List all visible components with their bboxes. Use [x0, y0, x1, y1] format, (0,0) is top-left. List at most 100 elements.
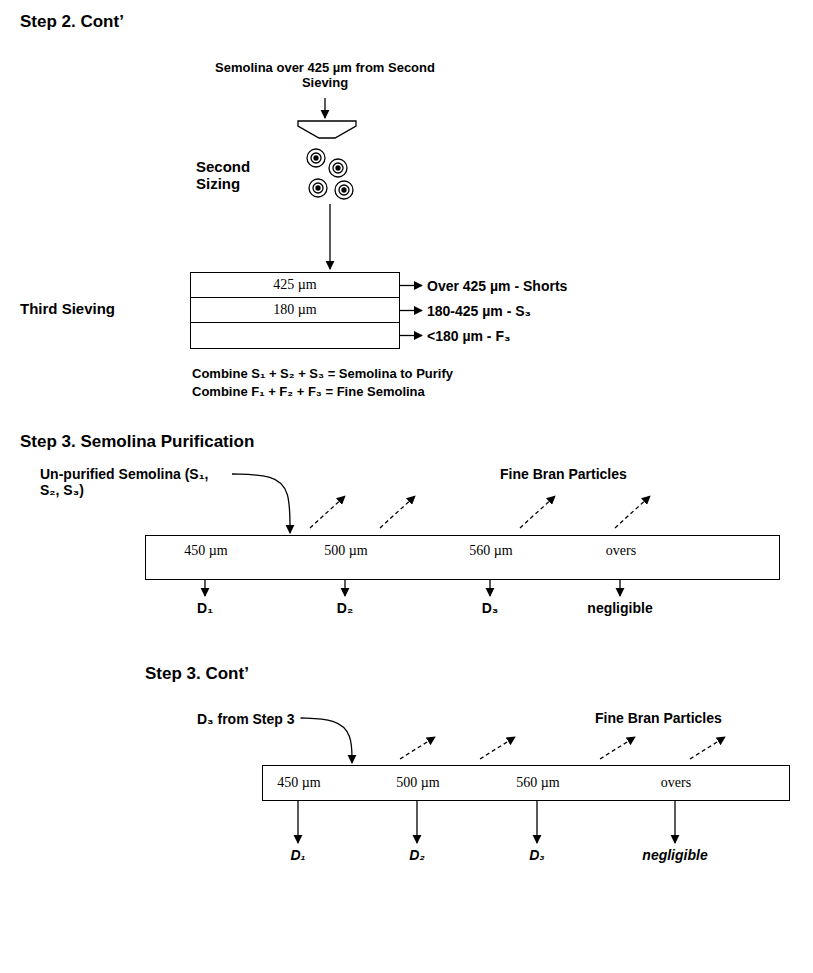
product-label: Over 425 µm - Shorts — [425, 276, 569, 296]
label-slot: Step 3. Cont’ — [145, 664, 249, 684]
fraction-label: D₂ — [407, 845, 426, 865]
step-heading: Step 3. Cont’ — [145, 664, 249, 684]
roll-inner — [313, 183, 323, 193]
fraction-label: D₂ — [337, 600, 353, 616]
fraction-label: D₃ — [529, 847, 545, 863]
hopper-symbol — [298, 121, 356, 138]
fraction-label: negligible — [642, 847, 707, 863]
column-slot: 450 µm — [277, 775, 320, 791]
flow-arrow — [301, 718, 353, 763]
sieve-box: 425 µm180 µm — [190, 272, 400, 349]
purifier-box: 450 µm 500 µm 560 µm overs — [145, 535, 780, 580]
column-slot: 450 µm — [184, 543, 227, 559]
column-slot: overs — [606, 543, 636, 559]
fraction-label: D₁ — [195, 598, 215, 618]
step-heading: Step 3. Semolina Purification — [20, 432, 254, 452]
note-text: Combine S₁ + S₂ + S₃ = Semolina to Purif… — [192, 366, 453, 381]
column-slot: 500 µm — [324, 543, 367, 559]
sieve-size: overs — [661, 775, 691, 791]
input-label: D₃ from Step 3 — [197, 711, 295, 727]
output-label: Fine Bran Particles — [500, 466, 627, 482]
flow-arrow — [329, 204, 330, 269]
sieve-size: 500 µm — [324, 543, 367, 559]
label-slot: Fine Bran Particles — [595, 710, 722, 726]
flow-arrow — [297, 801, 298, 843]
bran-arrow — [400, 737, 435, 759]
roll-symbols — [307, 149, 353, 199]
label-slot: Combine F₁ + F₂ + F₃ = Fine Semolina — [192, 384, 425, 399]
fraction-label: D₂ — [335, 598, 355, 618]
input-label: Un-purified Semolina (S₁, S₂, S₃) — [40, 466, 226, 498]
product-label: Over 425 µm - Shorts — [427, 278, 567, 294]
input-label: Semolina over 425 µm from Second Sieving — [215, 60, 435, 90]
fraction-label: D₃ — [527, 845, 547, 865]
product-label: <180 µm - F₃ — [425, 326, 512, 346]
output-label: Fine Bran Particles — [595, 710, 722, 726]
flow-arrow — [674, 801, 675, 843]
sieve-size: 500 µm — [396, 775, 439, 791]
bran-arrow — [380, 496, 415, 528]
roll-core — [342, 188, 346, 192]
bran-arrow — [600, 737, 635, 759]
step-label: Second Sizing — [196, 158, 266, 192]
sieve-size: 450 µm — [184, 543, 227, 559]
roll-outer — [335, 181, 353, 199]
fraction-label: negligible — [587, 600, 652, 616]
sieve-row — [191, 323, 399, 348]
roll-inner — [333, 163, 343, 173]
roll-inner — [339, 185, 349, 195]
roll-core — [314, 156, 318, 160]
fraction-label: D₃ — [480, 598, 501, 618]
label-slot: Combine S₁ + S₂ + S₃ = Semolina to Purif… — [192, 366, 453, 381]
label-slot: Second Sizing — [196, 158, 266, 192]
fraction-label: D₂ — [409, 847, 424, 863]
flow-arrow — [400, 335, 422, 336]
step-label: Third Sieving — [20, 300, 115, 317]
bran-arrow — [690, 737, 725, 759]
sieve-row: 425 µm — [191, 273, 399, 298]
product-label: <180 µm - F₃ — [427, 328, 510, 344]
fraction-label: negligible — [640, 845, 709, 865]
roll-inner — [311, 153, 321, 163]
column-slot: 560 µm — [516, 775, 559, 791]
label-slot: Step 2. Cont’ — [20, 12, 124, 32]
roll-core — [336, 166, 340, 170]
input-label: D₃ from Step 3 — [195, 709, 297, 729]
bran-arrow — [520, 496, 555, 528]
column-slot: 500 µm — [396, 775, 439, 791]
column-slot: 560 µm — [469, 543, 512, 559]
flow-arrow — [204, 580, 205, 596]
flow-arrow — [619, 580, 620, 596]
input-label: Un-purified Semolina (S₁, S₂, S₃) — [38, 464, 228, 500]
flow-arrow — [232, 474, 290, 533]
flow-arrow — [416, 801, 417, 843]
bran-arrow — [615, 496, 650, 528]
label-slot: Fine Bran Particles — [500, 466, 627, 482]
feed-arrow — [324, 98, 325, 118]
note-text: Combine F₁ + F₂ + F₃ = Fine Semolina — [192, 384, 425, 399]
flow-arrow — [489, 580, 490, 596]
mesh-size: 425 µm — [191, 273, 399, 297]
fraction-label: D₁ — [290, 847, 305, 863]
sieve-row: 180 µm — [191, 298, 399, 323]
fraction-label: D₃ — [482, 600, 499, 616]
product-label: 180-425 µm - S₃ — [425, 301, 533, 321]
product-label: 180-425 µm - S₃ — [427, 303, 531, 319]
bran-arrow — [310, 496, 345, 528]
purifier-box: 450 µm 500 µm 560 µm overs — [262, 765, 790, 801]
flow-arrow — [400, 285, 422, 286]
label-slot: Step 3. Semolina Purification — [20, 432, 254, 452]
bran-arrow — [480, 737, 515, 759]
roll-outer — [329, 159, 347, 177]
sieve-size: 450 µm — [277, 775, 320, 791]
roll-core — [316, 186, 320, 190]
step-heading: Step 2. Cont’ — [20, 12, 124, 32]
flow-arrow — [400, 310, 422, 311]
column-slot: overs — [661, 775, 691, 791]
mesh-size: 180 µm — [191, 298, 399, 322]
label-slot: Third Sieving — [20, 300, 115, 317]
label-slot: Semolina over 425 µm from Second Sieving — [215, 60, 435, 90]
flow-arrow — [536, 801, 537, 843]
